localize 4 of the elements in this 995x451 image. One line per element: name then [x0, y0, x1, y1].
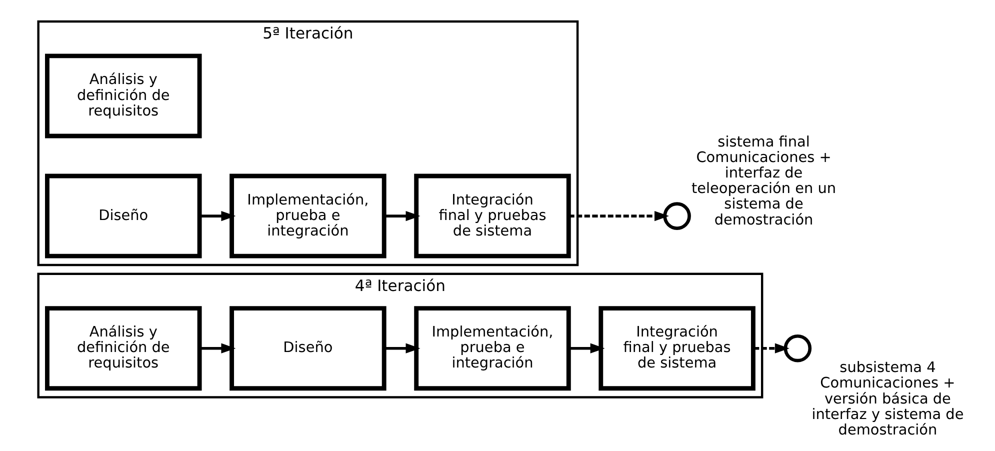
- node-label: sistema final: [718, 134, 810, 150]
- node-label: subsistema 4: [840, 360, 936, 376]
- node-label: Comunicaciones + interfaz de teleoperación en un sistema de demostración: [691, 150, 836, 228]
- node-label: Comunicaciones + versión básica de interfaz y sistema de demostración: [812, 376, 964, 438]
